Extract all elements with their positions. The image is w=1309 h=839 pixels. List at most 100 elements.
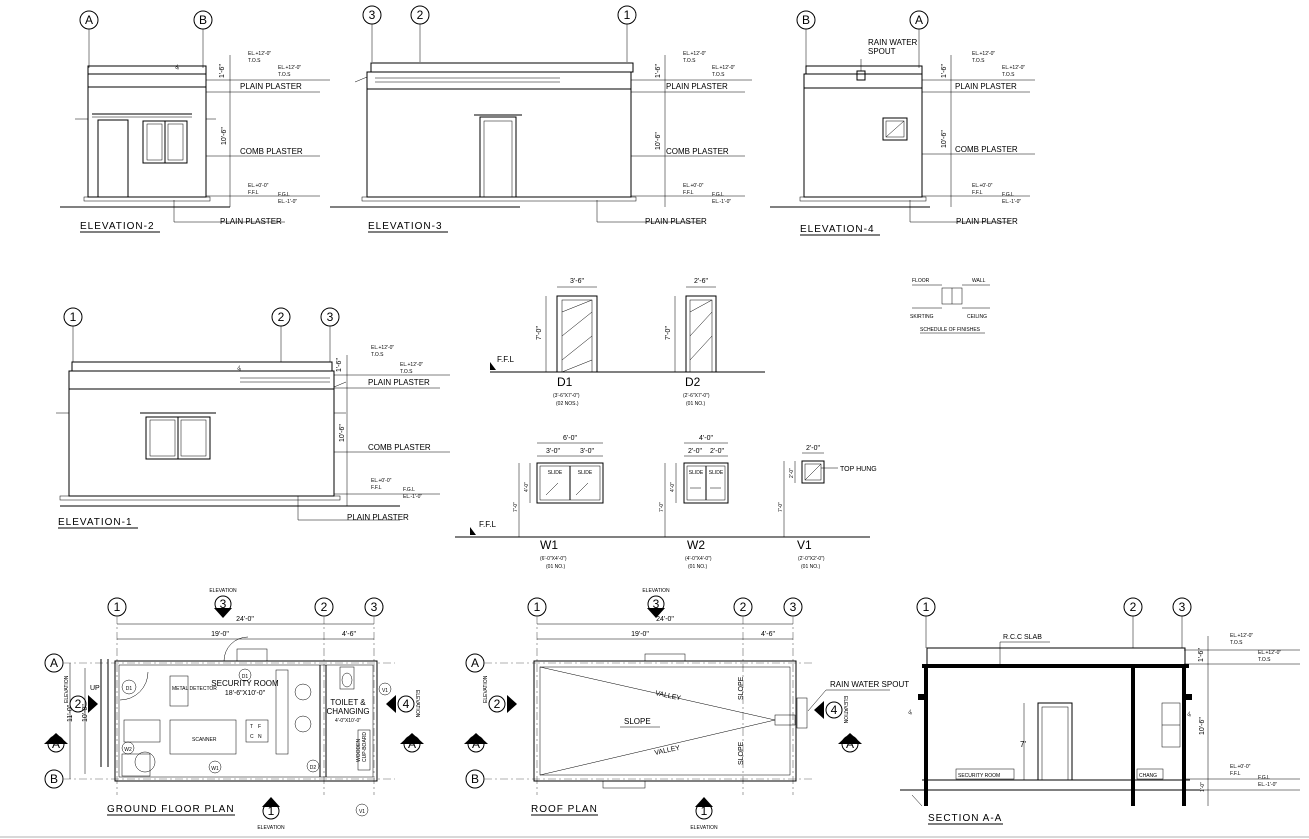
- ventilator: [882, 117, 908, 141]
- spout-note: SPOUT: [868, 47, 896, 56]
- elevation-marker-1: 1 ELEVATION: [257, 797, 285, 831]
- d1-tag: D1: [126, 686, 133, 692]
- window-size: (6'-0"X4'-0"): [540, 556, 567, 562]
- elevation-marker-2: 2 ELEVATION: [64, 675, 98, 713]
- comb-plaster-note: COMB PLASTER: [368, 443, 431, 452]
- level-label: F.F.L: [248, 190, 259, 196]
- finish-title: SCHEDULE OF FINISHES: [920, 327, 981, 333]
- level-label: EL.+0'-0": [248, 183, 269, 189]
- rcc-label: R.C.C SLAB: [1003, 634, 1042, 641]
- grid-bubble-3: 3: [1172, 597, 1192, 648]
- grid-label: A: [50, 656, 58, 670]
- w1-tag: W1: [211, 766, 219, 772]
- door: [1037, 702, 1073, 781]
- grid-label: 3: [327, 310, 334, 324]
- marker-number: 1: [701, 804, 708, 818]
- grid-bubble-3: 3: [364, 597, 384, 617]
- wc: [339, 666, 355, 690]
- grid-bubble-2: 2: [271, 307, 291, 362]
- cupboard-label: CUP-BOARD: [362, 732, 368, 762]
- finish-label: CEILING: [967, 314, 987, 320]
- marker-number: 4: [403, 697, 410, 711]
- svg-text:T: T: [250, 724, 253, 730]
- toilet-size: 4'-0"X10'-0": [335, 718, 361, 724]
- grid-label: A: [85, 13, 93, 27]
- dim-label: 1'-6": [1198, 648, 1205, 662]
- marker-number: 3: [220, 597, 227, 611]
- marker-label: ELEVATION: [483, 675, 489, 703]
- corrugated-wall: [803, 87, 923, 198]
- dim-label: 4'-0": [524, 482, 530, 492]
- level-label: EL.-1'-0": [403, 494, 422, 500]
- grid-label: 3: [790, 600, 797, 614]
- level-label: F.G.L: [1002, 192, 1014, 198]
- dim-label: 7'-0": [659, 502, 665, 512]
- grid-bubble-3: 3: [783, 597, 803, 617]
- grid-label: B: [471, 772, 479, 786]
- marker-number: 3: [653, 597, 660, 611]
- plan-title: GROUND FLOOR PLAN: [107, 804, 235, 815]
- grid-label: 3: [369, 8, 376, 22]
- level-label: T.O.S: [1258, 657, 1271, 663]
- level-label: EL.+12'-0": [248, 51, 271, 57]
- grid-bubble-a: A: [465, 653, 485, 673]
- metal-detector-label: METAL DETECTOR: [172, 686, 217, 692]
- grid-bubble-b: B: [796, 10, 816, 68]
- level-label: T.O.S: [1002, 72, 1015, 78]
- security-room-label: SECURITY ROOM: [958, 773, 1000, 779]
- window-qty: (01 NO.): [688, 564, 708, 570]
- window-tag: V1: [797, 538, 812, 552]
- elevation-marker-3: 3 ELEVATION: [209, 588, 237, 618]
- section-letter: A: [472, 737, 480, 751]
- level-label: EL.+0'-0": [1230, 764, 1251, 770]
- marker-label: ELEVATION: [257, 825, 285, 831]
- dim-label: 4'-0": [699, 435, 713, 442]
- roof-edge: [533, 660, 797, 782]
- w2-tag: W2: [124, 747, 132, 753]
- dim-label: 19'-0": [631, 631, 649, 638]
- valley-label: VALLEY: [655, 690, 682, 702]
- elevation-marker-4: 4 ELEVATION: [814, 696, 848, 724]
- section-letter: A: [408, 737, 416, 751]
- scanner: [169, 719, 237, 755]
- slide-label: SLIDE: [548, 470, 563, 476]
- grid-bubble-a: A: [909, 10, 929, 68]
- dim-label: 7'-0": [536, 326, 543, 340]
- grid-label: 3: [1179, 600, 1186, 614]
- ffl-label: F.F.L: [479, 520, 496, 529]
- toilet-label: TOILET &: [330, 698, 366, 707]
- level-label: EL.+12'-0": [972, 51, 995, 57]
- window-qty: (01 NO.): [801, 564, 821, 570]
- ground-floor-plan: 1 2 3 A B 24'-0" 19'-0" 4'-6" 11'-0" 1: [44, 588, 424, 831]
- level-label: T.O.S: [712, 72, 725, 78]
- door-size: (3'-6"X7'-0"): [553, 393, 580, 399]
- level-label: EL.+0'-0": [371, 478, 392, 484]
- finishes-legend: FLOOR WALL SKIRTING CEILING SCHEDULE OF …: [910, 278, 990, 334]
- slide-label: SLIDE: [578, 470, 593, 476]
- elevation-4: B A RAIN WATER SPOUT 1'-6" 10'-6" EL.+12…: [770, 10, 1035, 236]
- level-label: EL.-1'-0": [1002, 199, 1021, 205]
- dim-label: 10'-6": [339, 424, 346, 442]
- marker-label: ELEVATION: [690, 825, 718, 831]
- elevation-2-title: ELEVATION-2: [80, 221, 155, 232]
- dim-label: 2'-6": [694, 278, 708, 285]
- level-label: EL.+12'-0": [400, 362, 423, 368]
- level-label: EL.+12'-0": [278, 65, 301, 71]
- level-label: F.G.L: [278, 192, 290, 198]
- dim-label: 3'-0": [580, 448, 594, 455]
- grid-bubble-a: A: [79, 10, 99, 68]
- section-marker-a: A: [44, 733, 68, 753]
- plain-plaster-note: PLAIN PLASTER: [666, 82, 728, 91]
- dim-label: 1'-6": [655, 64, 662, 78]
- up-label: UP: [90, 685, 100, 692]
- section-marker-a: A: [400, 733, 424, 753]
- grid-bubble-b: B: [193, 10, 213, 68]
- dim-label: 10'-0": [82, 704, 89, 722]
- window-w2: [683, 462, 729, 504]
- level-label: F.F.L: [683, 190, 694, 196]
- dim-label: 3'-0": [546, 448, 560, 455]
- marker-number: 2: [75, 697, 82, 711]
- v1-tag: V1: [359, 809, 365, 815]
- elevation-4-title: ELEVATION-4: [800, 224, 875, 235]
- security-room-size: 18'-6"X10'-0": [225, 690, 266, 697]
